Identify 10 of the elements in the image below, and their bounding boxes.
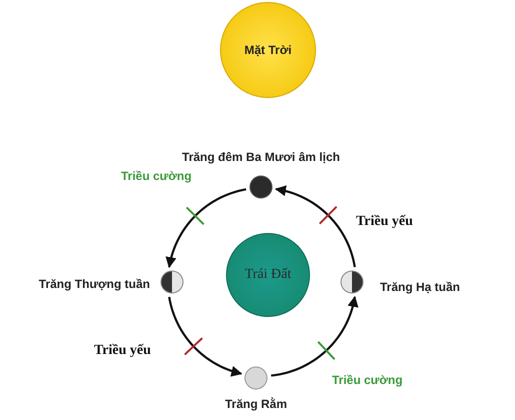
earth-label: Trái Đất — [244, 267, 292, 283]
moon-label: Trăng Thượng tuần — [38, 277, 150, 291]
moon-label: Trăng Rằm — [224, 397, 287, 411]
moon-label: Trăng Hạ tuần — [380, 280, 460, 294]
edge-label: Triều yếu — [356, 214, 413, 230]
edge-label: Triều cường — [332, 373, 403, 387]
moon-label: Trăng đêm Ba Mươi âm lịch — [182, 150, 340, 164]
edge-label: Triều yếu — [94, 343, 151, 359]
sun-label: Mặt Trời — [244, 43, 292, 57]
edge-label: Triều cường — [121, 169, 192, 183]
